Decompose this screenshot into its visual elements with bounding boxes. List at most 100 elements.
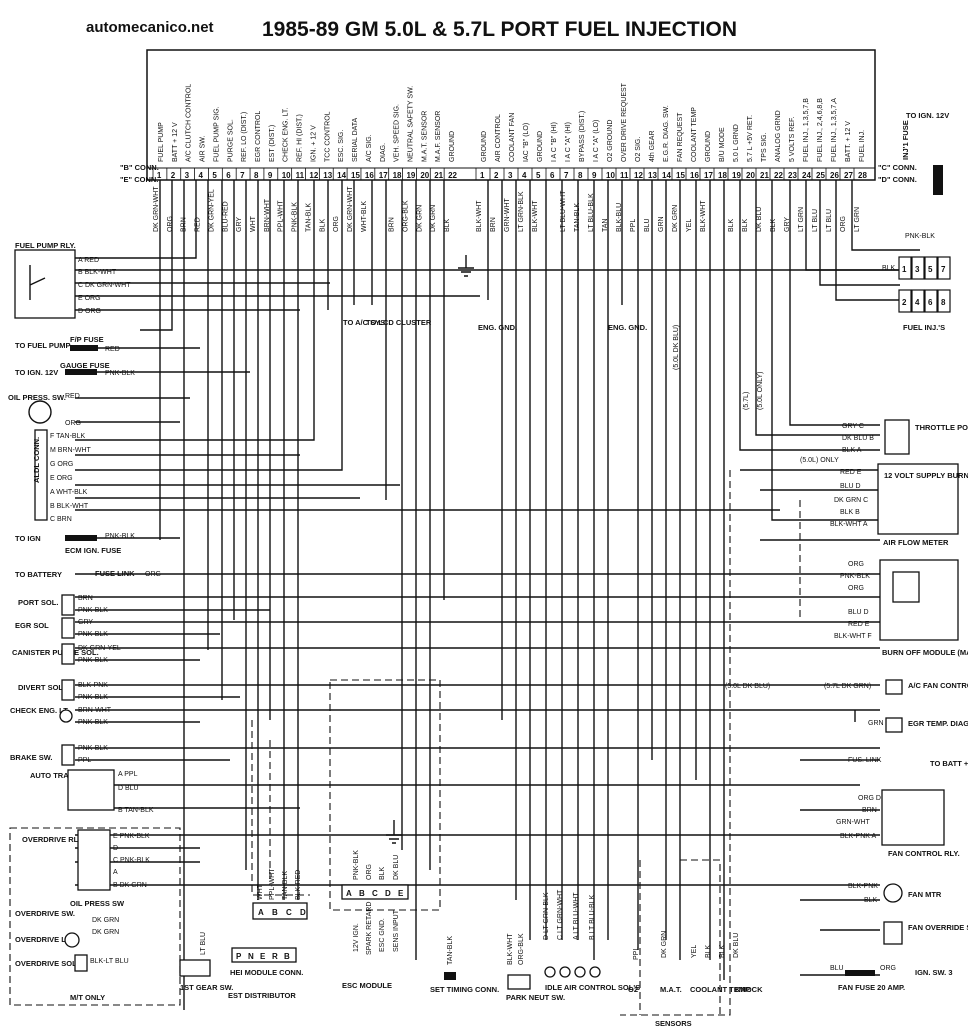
svg-text:DK BLU B: DK BLU B xyxy=(842,435,874,442)
ecm-pin-label: OVER DRIVE REQUEST xyxy=(621,82,628,162)
ecm-wire-color: BRN-WHT xyxy=(264,198,271,232)
ecm-pin-label: FUEL INJ., 2,4,6,8,B xyxy=(817,98,824,162)
ecm-pin-number: 8 xyxy=(254,171,259,180)
ecm-pin-label: GROUND xyxy=(481,131,488,162)
svg-text:HEI MODULE CONN.: HEI MODULE CONN. xyxy=(230,968,303,977)
svg-text:D LT GRN-BLK: D LT GRN-BLK xyxy=(543,892,550,940)
svg-text:CHECK ENG. LT.: CHECK ENG. LT. xyxy=(10,706,69,715)
ecm-pin-number: 1 xyxy=(157,171,162,180)
svg-text:M.A.T.: M.A.T. xyxy=(660,985,682,994)
svg-text:M BRN-WHT: M BRN-WHT xyxy=(50,447,92,454)
ecm-wire-color: LT BLU-BLK xyxy=(588,193,595,232)
svg-text:ESC GND.: ESC GND. xyxy=(379,918,386,952)
fuel-injector xyxy=(924,289,938,313)
svg-text:BLU D: BLU D xyxy=(848,609,869,616)
ecm-pin-number: 5 xyxy=(212,171,217,180)
ecm-wire-color: DK GRN xyxy=(430,205,437,232)
ecm-wire-color: LT GRN-BLK xyxy=(518,191,525,232)
svg-text:SENS INPUT: SENS INPUT xyxy=(393,909,400,952)
fuel-injector-number: 6 xyxy=(928,298,933,307)
svg-text:GRY C: GRY C xyxy=(842,423,864,430)
svg-text:C PNK-BLK: C PNK-BLK xyxy=(113,857,150,864)
ecm-pin-number: 17 xyxy=(379,171,388,180)
fuel-injector xyxy=(898,289,912,313)
svg-text:BLK-PNK: BLK-PNK xyxy=(848,883,878,890)
ecm-wire-color: LT BLU-WHT xyxy=(560,190,567,232)
svg-text:OVERDRIVE RLY.: OVERDRIVE RLY. xyxy=(22,835,84,844)
svg-text:BLK: BLK xyxy=(705,944,712,958)
svg-text:(5.0L ONLY): (5.0L ONLY) xyxy=(757,371,764,410)
svg-text:ESC MODULE: ESC MODULE xyxy=(342,981,392,990)
fuel-injector xyxy=(937,289,951,313)
svg-text:FUEL PUMP RLY.: FUEL PUMP RLY. xyxy=(15,241,76,250)
fuel-injector-number: 5 xyxy=(928,265,933,274)
ecm-pin-number: 23 xyxy=(788,171,797,180)
ground-icon xyxy=(386,255,856,844)
ecm-pin-number: 4 xyxy=(522,171,527,180)
fuel-injector xyxy=(898,256,912,280)
ecm-pin-label: BATT. + 12 V xyxy=(845,121,852,162)
ecm-pin-number: 9 xyxy=(592,171,597,180)
ecm-pin-label: FAN REQUEST xyxy=(677,112,684,162)
ecm-pin-number: 21 xyxy=(760,171,769,180)
throttle-position-sensor: THROTTLE POSITION SENSOR GRY C DK BLU B … xyxy=(842,419,968,455)
svg-text:DK GRN: DK GRN xyxy=(92,917,119,924)
ecm-wire-color: ORG xyxy=(167,216,174,232)
ecm-pin-label: COOLANT FAN xyxy=(509,113,516,162)
svg-text:RED E: RED E xyxy=(840,469,862,476)
svg-text:PNK-BLK: PNK-BLK xyxy=(105,370,135,377)
ecm-wire-color: WHT xyxy=(250,215,257,232)
svg-text:KNOCK: KNOCK xyxy=(735,985,763,994)
fuel-injector xyxy=(924,256,938,280)
svg-text:TO LCD CLUSTER: TO LCD CLUSTER xyxy=(366,318,432,327)
svg-text:THROTTLE POSITION SENSOR: THROTTLE POSITION SENSOR xyxy=(915,423,968,432)
ecm-pin-number: 7 xyxy=(240,171,245,180)
ecm-pin-label: EGR CONTROL xyxy=(255,111,262,162)
svg-text:SET TIMING CONN.: SET TIMING CONN. xyxy=(430,985,499,994)
ecm-wire-color: LT GRN xyxy=(798,207,805,232)
svg-text:C: C xyxy=(372,889,378,898)
svg-text:G ORG: G ORG xyxy=(50,461,73,468)
to-ign-label: TO IGN. 12V xyxy=(15,368,58,377)
svg-text:CANISTER PURGE SOL.: CANISTER PURGE SOL. xyxy=(12,648,99,657)
ecm-pin-number: 22 xyxy=(774,171,783,180)
ecm-pin-number: 6 xyxy=(550,171,555,180)
burn-off-module: ORG PNK-BLK ORG BLU D RED E BLK-WHT F BU… xyxy=(834,559,968,657)
brake-switch: BRAKE SW. PNK-BLK PPL xyxy=(10,744,108,766)
ecm-pin-number: 26 xyxy=(830,171,839,180)
ecm-pin-number: 14 xyxy=(337,171,346,180)
svg-text:DK GRN: DK GRN xyxy=(92,929,119,936)
svg-text:IDLE AIR CONTROL SOL'S: IDLE AIR CONTROL SOL'S xyxy=(545,983,640,992)
ecm-pin-number: 13 xyxy=(648,171,657,180)
svg-text:PNK-BLK: PNK-BLK xyxy=(105,533,135,540)
ecm-wire-color: GRY xyxy=(236,217,243,232)
ecm-pin-label: ESC. SIG. xyxy=(338,130,345,162)
ecm-wire-color: TAN xyxy=(602,219,609,232)
svg-text:OIL PRESS. SW.: OIL PRESS. SW. xyxy=(8,393,66,402)
conn-b-label: "B" CONN. xyxy=(120,163,159,172)
svg-text:PORT SOL.: PORT SOL. xyxy=(18,598,58,607)
ecm-wire-color: PNK-BLK xyxy=(292,202,299,232)
ecm-wire-color: PPL-WHT xyxy=(278,200,285,232)
ecm-pin-number: 1 xyxy=(480,171,485,180)
svg-text:M/T ONLY: M/T ONLY xyxy=(70,993,105,1002)
divert-solenoid: DIVERT SOL. BLK-PNK PNK-BLK xyxy=(18,679,108,701)
ecm-wire-color: LT GRN xyxy=(854,207,861,232)
svg-text:ALDL CONN.: ALDL CONN. xyxy=(32,437,41,483)
ecm-wire-color: BLK xyxy=(742,218,749,232)
svg-text:GRN-WHT: GRN-WHT xyxy=(836,819,871,826)
ecm-pin-number: 16 xyxy=(690,171,699,180)
svg-text:BLK-WHT A: BLK-WHT A xyxy=(830,521,868,528)
svg-text:BLK A: BLK A xyxy=(842,447,862,454)
svg-text:D: D xyxy=(113,845,118,852)
svg-text:A LT BLU-WHT: A LT BLU-WHT xyxy=(573,892,580,940)
svg-text:BRN: BRN xyxy=(862,807,877,814)
port-solenoid: PORT SOL. BRN PNK-BLK xyxy=(18,594,108,616)
ecm-wire-color: BLK xyxy=(444,218,451,232)
ecm-pin-label: FUEL PUMP SIG. xyxy=(213,106,220,162)
svg-text:BLU D: BLU D xyxy=(840,483,861,490)
svg-text:PNK-BLK: PNK-BLK xyxy=(353,850,360,880)
ecm-pin-label: 4th GEAR xyxy=(649,130,656,162)
egr-solenoid: EGR SOL GRY PNK-BLK xyxy=(15,617,108,639)
